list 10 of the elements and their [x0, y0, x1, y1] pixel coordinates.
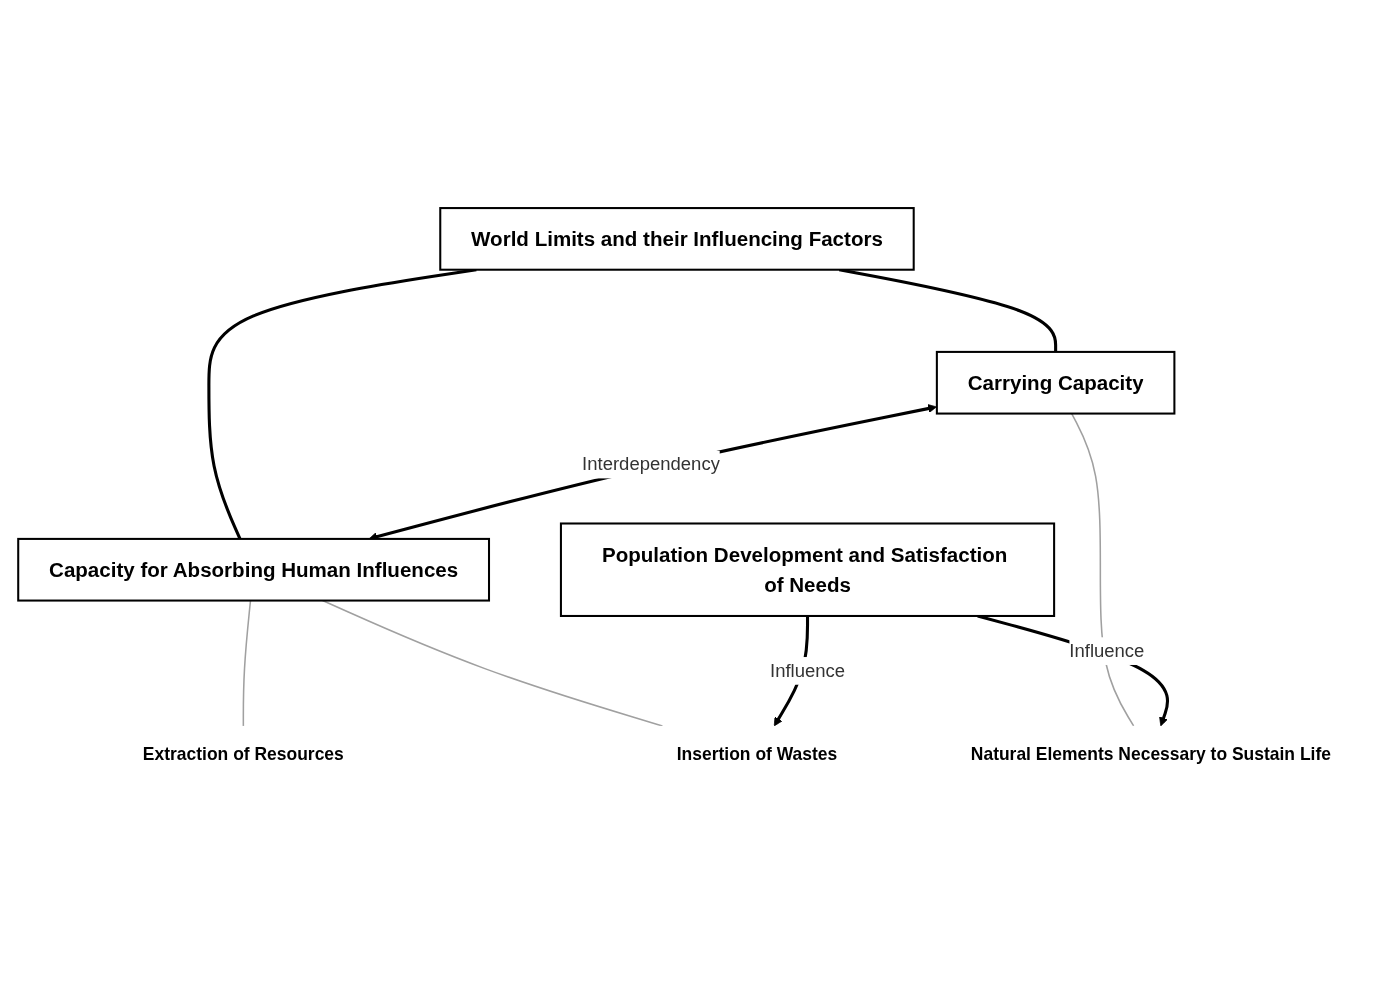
- node-box: Capacity for Absorbing Human Influences: [16, 537, 490, 602]
- edge-label: Influence: [769, 660, 845, 681]
- node-box: Carrying Capacity: [935, 350, 1175, 415]
- edge-label: Interdependency: [581, 453, 720, 475]
- node-text: Extraction of Resources: [142, 744, 344, 764]
- edge-label: Influence: [1068, 640, 1144, 661]
- node-text: Natural Elements Necessary to Sustain Life: [970, 744, 1331, 764]
- node-box: World Limits and their Influencing Factors: [438, 207, 915, 271]
- node-text: Insertion of Wastes: [676, 744, 837, 764]
- node-box: Population Development and Satisfaction of Needs: [559, 522, 1055, 617]
